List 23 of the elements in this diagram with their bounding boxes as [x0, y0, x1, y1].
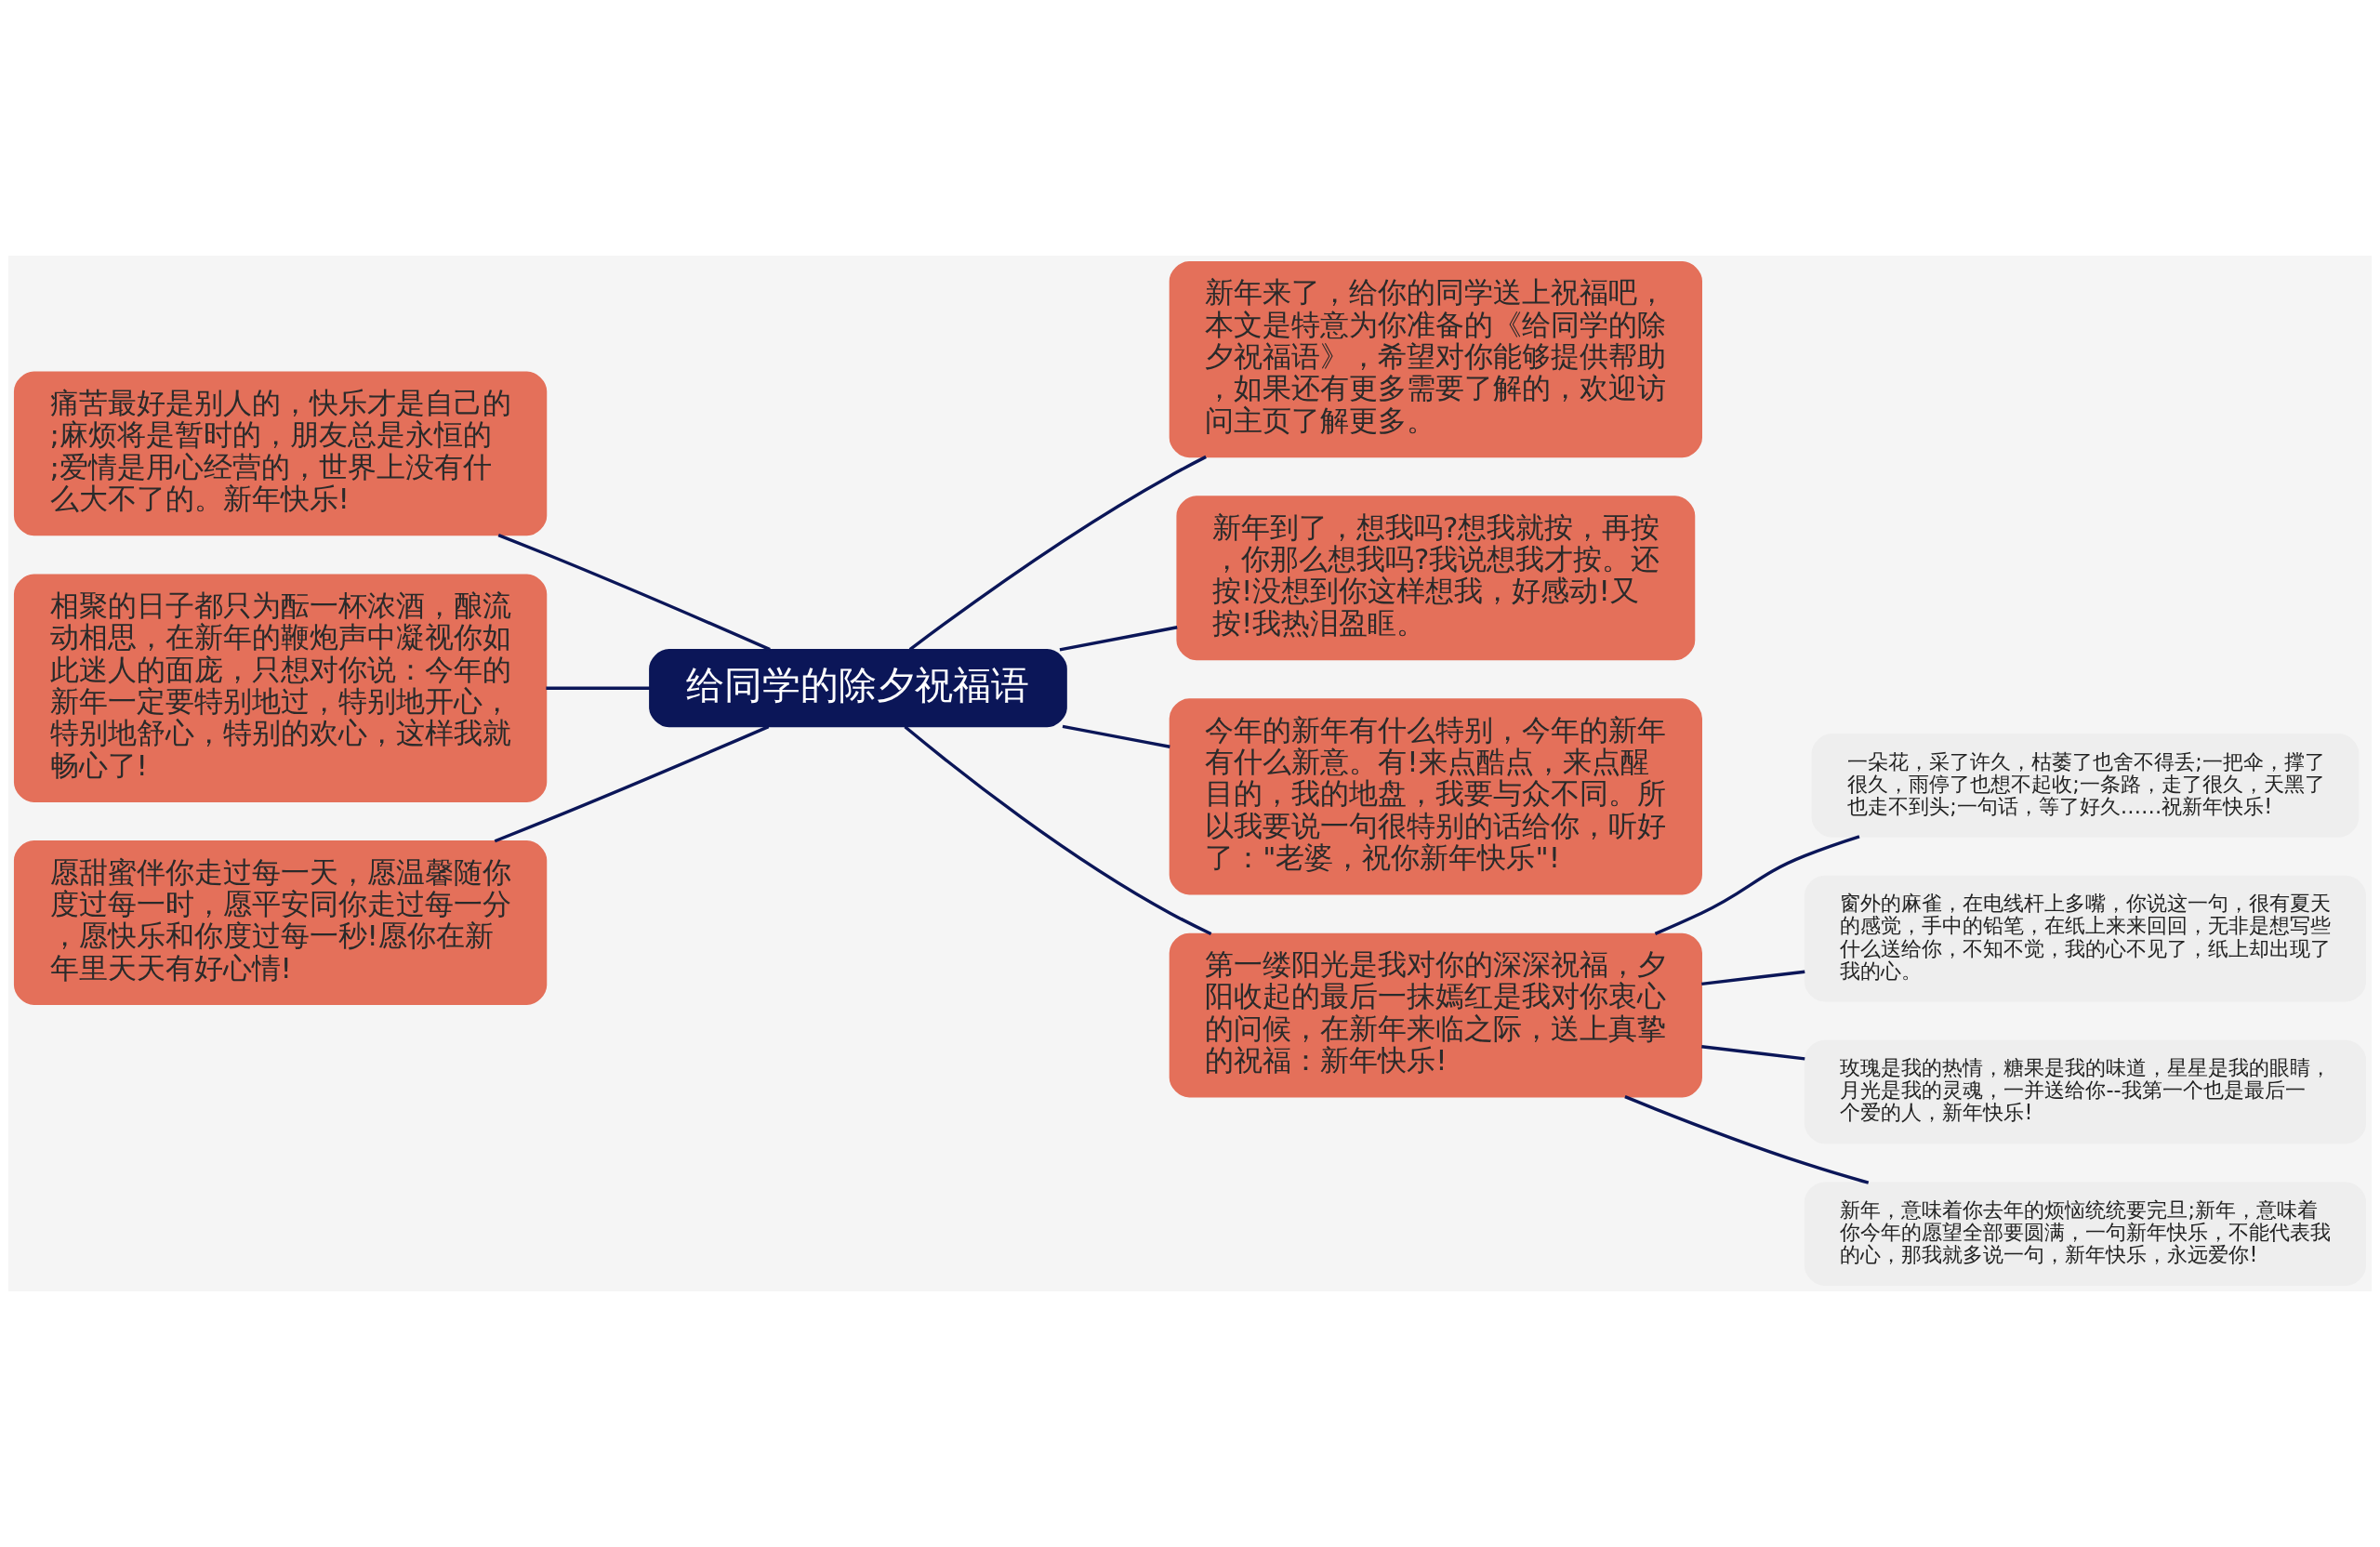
- connector: [494, 725, 770, 843]
- node-box: 玫瑰是我的热情，糖果是我的味道，星星是我的眼睛，月光是我的灵魂，一并送给你--我第一个也是最后一个爱的人，新年快乐!: [1804, 1039, 2367, 1144]
- connector: [497, 533, 771, 652]
- node-box: 一朵花，采了许久，枯萎了也舍不得丢;一把伞，撑了很久，雨停了也想不起收;一条路，走了很久，天黑了也走不到头;一句话，等了好久……祝新年快乐!: [1811, 734, 2360, 838]
- node-box: 窗外的麻雀，在电线杆上多嘴，你说这一句，很有夏天的感觉，手中的铅笔，在纸上来来回回，无非是想写些什么送给你，不知不觉，我的心不见了，纸上却出现了我的心。: [1804, 875, 2367, 1002]
- connector: [908, 455, 1207, 651]
- node-box: 相聚的日子都只为酝一杯浓酒，酿流动相思，在新年的鞭炮声中凝视你如此迷人的面庞，只想对你说：今年的新年一定要特别地过，特别地开心，特别地舒心，特别的欢心，这样我就畅心了!: [13, 574, 548, 802]
- node-box: 给同学的除夕祝福语: [649, 649, 1067, 728]
- node-box: 新年来了，给你的同学送上祝福吧，本文是特意为你准备的《给同学的除夕祝福语》，希望对你能够提供帮助，如果还有更多需要了解的，欢迎访问主页了解更多。: [1169, 261, 1702, 458]
- connector: [1062, 724, 1170, 748]
- connector: [1701, 970, 1805, 986]
- node-box: 今年的新年有什么特别，今年的新年有什么新意。有!来点酷点，来点醒目的，我的地盘，我要与众不同。所以我要说一句很特别的话给你，听好了："老婆，祝你新年快乐"!: [1169, 698, 1702, 895]
- node-box: 新年到了，想我吗?想我就按，再按，你那么想我吗?我说想我才按。还按!没想到你这样想我，好感动!又按!我热泪盈眶。: [1176, 496, 1696, 661]
- node-box: 痛苦最好是别人的，快乐才是自己的;麻烦将是暂时的，朋友总是永恒的;爱情是用心经营的，世界上没有什么大不了的。新年快乐!: [13, 371, 548, 536]
- connector: [1059, 626, 1178, 652]
- connector: [1701, 1045, 1805, 1061]
- connector: [546, 686, 650, 690]
- node-box: 新年，意味着你去年的烦恼统统要完旦;新年，意味着你今年的愿望全部要圆满，一句新年快乐，不能代表我的心，那我就多说一句，新年快乐，永远爱你!: [1804, 1182, 2367, 1286]
- connector: [1654, 835, 1860, 935]
- node-box: 愿甜蜜伴你走过每一天，愿温馨随你度过每一时，愿平安同你走过每一分，愿快乐和你度过每一秒!愿你在新年里天天有好心情!: [13, 840, 548, 1005]
- connector: [904, 725, 1212, 935]
- connector: [1624, 1095, 1870, 1184]
- node-box: 第一缕阳光是我对你的深深祝福，夕阳收起的最后一抹嫣红是我对你衷心的问候，在新年来临之际，送上真挚的祝福：新年快乐!: [1169, 932, 1702, 1098]
